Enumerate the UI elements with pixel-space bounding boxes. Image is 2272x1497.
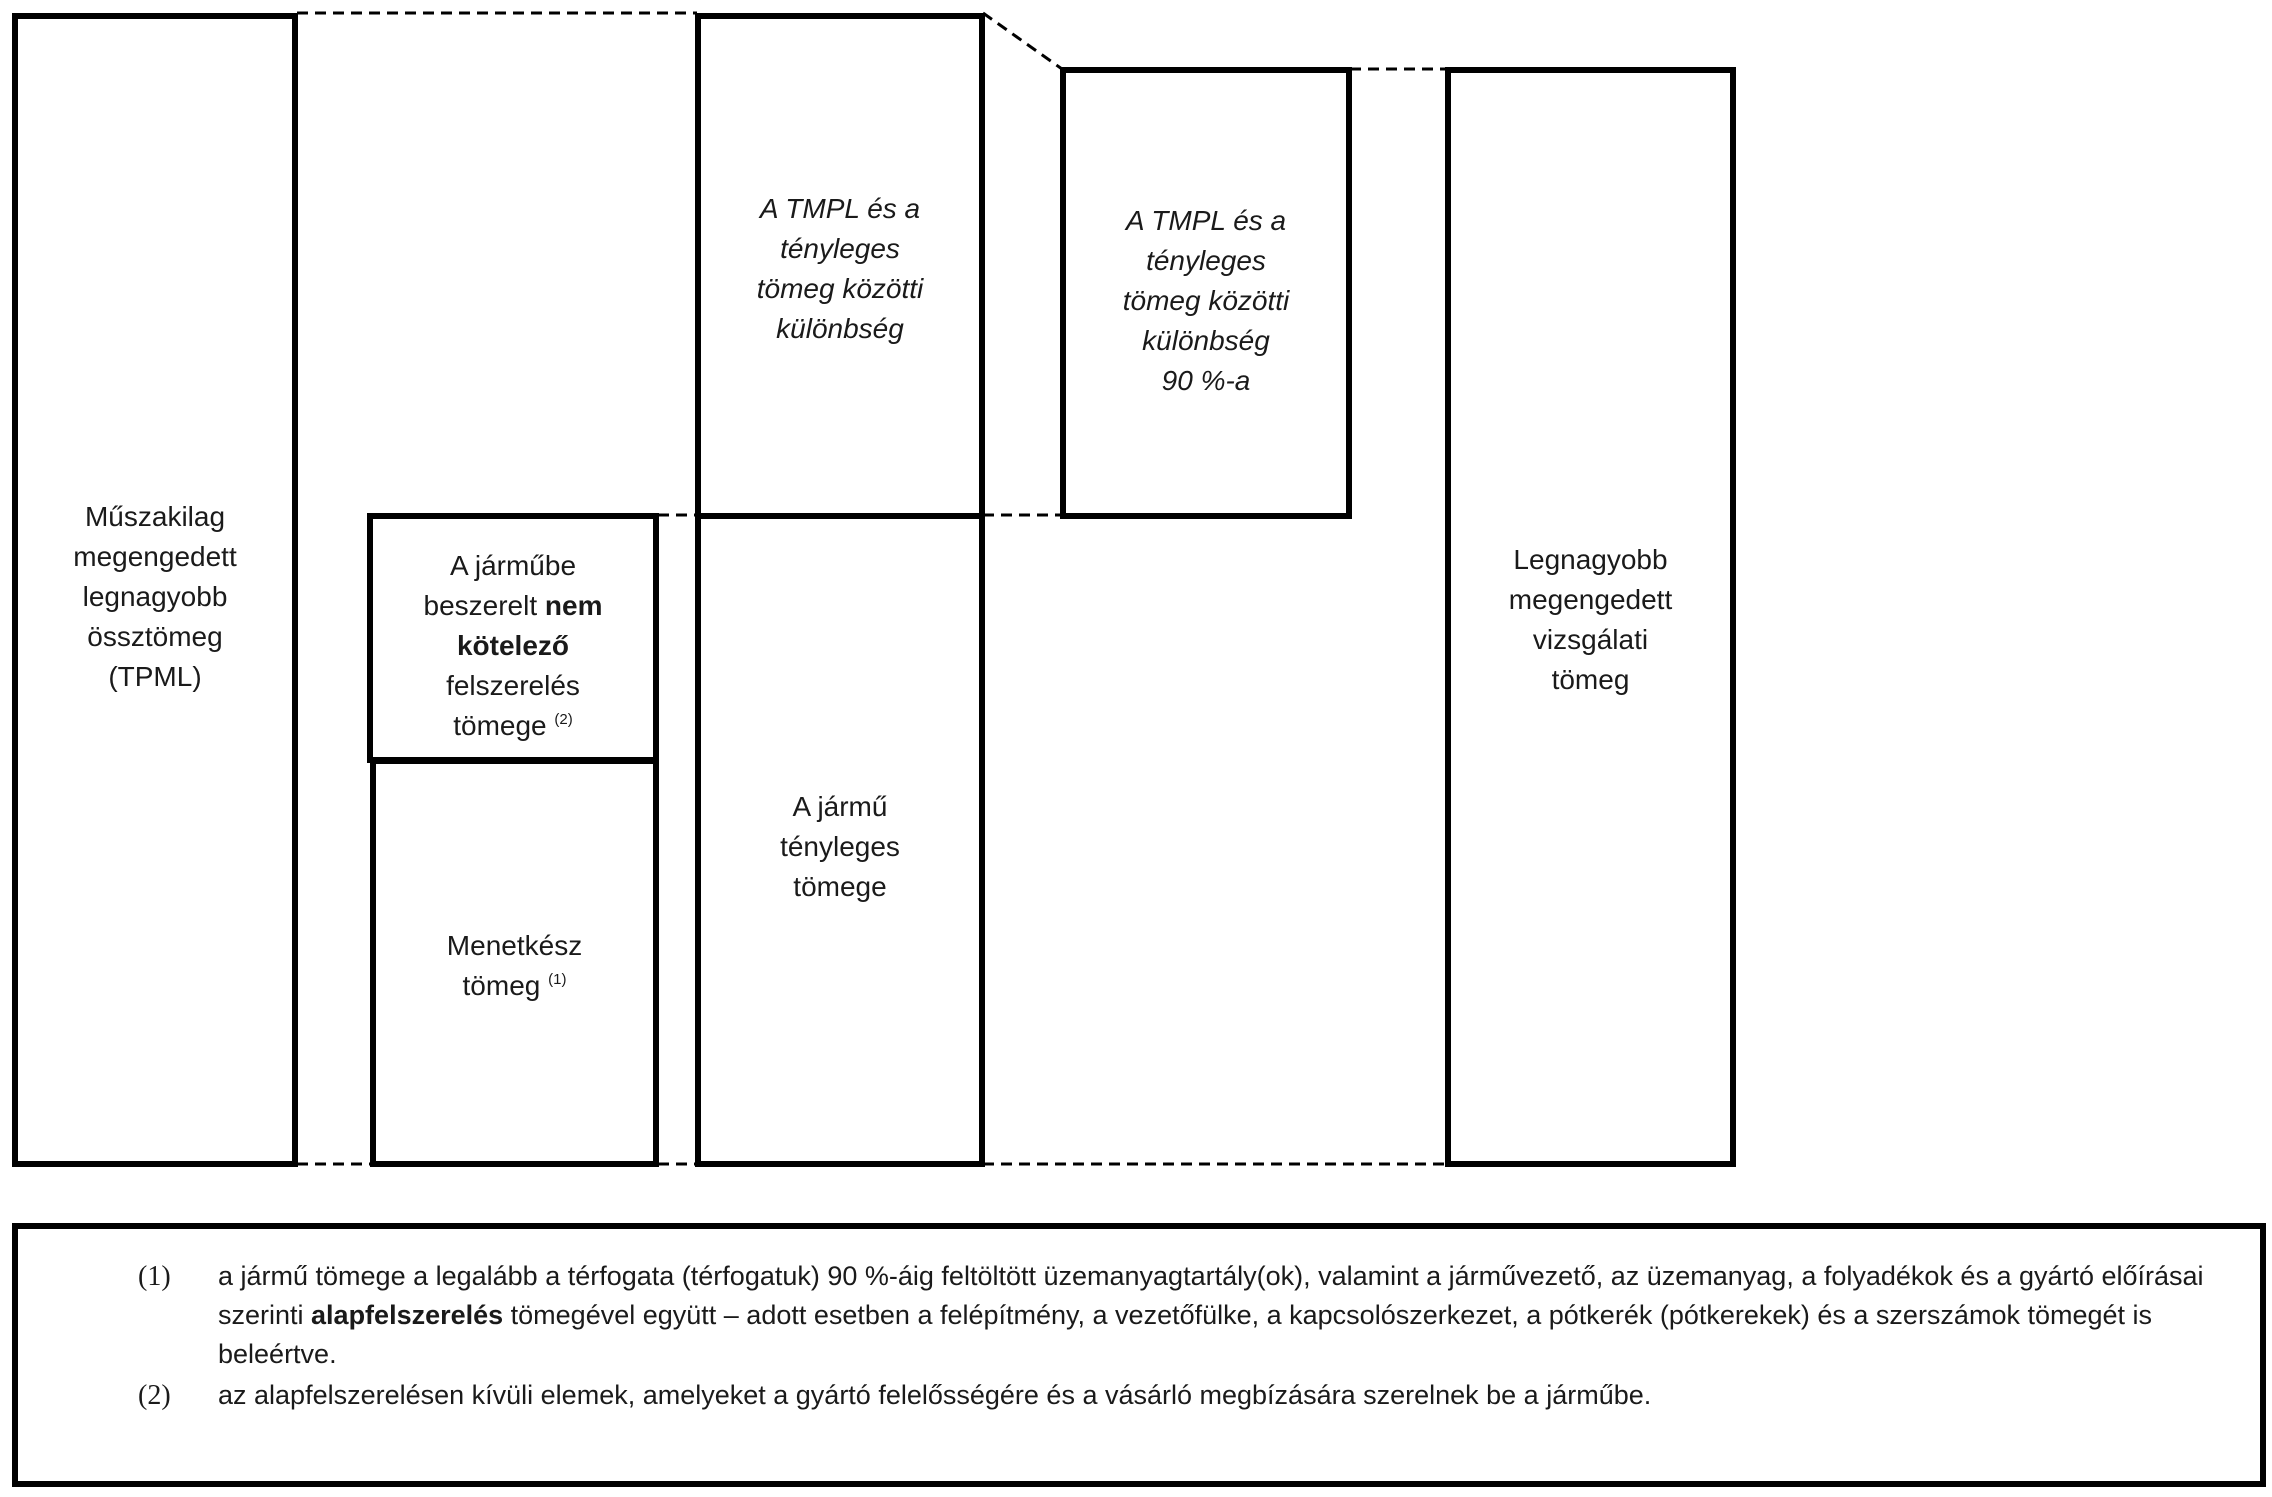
footnote-ref-2: (2) bbox=[554, 711, 573, 728]
max-test-mass-box: Legnagyobb megengedett vizsgálati tömeg bbox=[1445, 67, 1736, 1167]
footnote-1-text-a: a jármű tömege a legalább a térfogata (t… bbox=[218, 1261, 2204, 1330]
footnotes-box: (1) a jármű tömege a legalább a térfogat… bbox=[12, 1223, 2266, 1487]
difference-line2: tényleges bbox=[780, 233, 900, 264]
footnote-2-text: az alapfelszerelésen kívüli elemek, amel… bbox=[218, 1380, 1652, 1410]
optional-equipment-line2: beszerelt nem bbox=[373, 586, 653, 626]
tpml-label-line3: legnagyobb bbox=[82, 581, 228, 612]
dashed-connector-top-slant bbox=[982, 11, 1063, 71]
optional-equipment-line2-prefix: beszerelt bbox=[423, 590, 545, 621]
tpml-label-line2: megengedett bbox=[73, 541, 237, 572]
difference-box: A TMPL és a tényleges tömeg közötti külö… bbox=[695, 13, 985, 519]
difference-90-label: A TMPL és a tényleges tömeg közötti külö… bbox=[1066, 201, 1346, 401]
difference-90-box: A TMPL és a tényleges tömeg közötti külö… bbox=[1060, 67, 1352, 519]
difference-90-line2: tényleges bbox=[1146, 245, 1266, 276]
actual-mass-line1: A jármű bbox=[792, 791, 888, 822]
max-test-mass-line2: megengedett bbox=[1508, 584, 1673, 615]
footnote-1-text: a jármű tömege a legalább a térfogata (t… bbox=[218, 1257, 2210, 1374]
difference-line1: A TMPL és a bbox=[759, 193, 921, 224]
optional-equipment-line1: A járműbe bbox=[449, 550, 577, 581]
optional-equipment-line5: tömege (2) bbox=[373, 706, 653, 746]
running-order-mass-box: Menetkész tömeg (1) bbox=[370, 758, 659, 1167]
difference-90-line5: 90 %-a bbox=[1161, 365, 1251, 396]
actual-mass-line3: tömege bbox=[793, 871, 887, 902]
optional-equipment-line5-text: tömege bbox=[453, 710, 555, 741]
tpml-box: Műszakilag megengedett legnagyobb össztö… bbox=[12, 13, 298, 1167]
actual-mass-line2: tényleges bbox=[780, 831, 900, 862]
max-test-mass-line1: Legnagyobb bbox=[1513, 544, 1668, 575]
running-order-mass-label: Menetkész tömeg (1) bbox=[376, 926, 653, 1006]
difference-label: A TMPL és a tényleges tömeg közötti külö… bbox=[701, 189, 979, 349]
difference-90-line3: tömeg közötti bbox=[1122, 285, 1290, 316]
running-order-mass-line2: tömeg (1) bbox=[376, 966, 653, 1006]
footnote-2-number: (2) bbox=[138, 1380, 171, 1411]
footnote-ref-1: (1) bbox=[548, 971, 567, 988]
running-order-mass-line2-text: tömeg bbox=[462, 970, 549, 1001]
tpml-label: Műszakilag megengedett legnagyobb össztö… bbox=[18, 497, 292, 697]
running-order-mass-line1: Menetkész bbox=[446, 930, 583, 961]
max-test-mass-line4: tömeg bbox=[1551, 664, 1630, 695]
max-test-mass-label: Legnagyobb megengedett vizsgálati tömeg bbox=[1451, 540, 1730, 700]
optional-equipment-label: A járműbe beszerelt nem kötelező felszer… bbox=[373, 546, 653, 746]
optional-equipment-line4: felszerelés bbox=[446, 670, 580, 701]
actual-mass-box: A jármű tényleges tömege bbox=[695, 513, 985, 1167]
tpml-label-line1: Műszakilag bbox=[84, 501, 226, 532]
difference-line3: tömeg közötti bbox=[756, 273, 924, 304]
footnote-1-number: (1) bbox=[138, 1261, 171, 1292]
footnote-1-text-b: tömegével együtt – adott esetben a felép… bbox=[218, 1300, 2153, 1369]
tpml-label-line5: (TPML) bbox=[108, 661, 202, 692]
optional-equipment-line3: kötelező bbox=[456, 630, 570, 661]
connector-lines bbox=[297, 11, 1447, 1166]
actual-mass-label: A jármű tényleges tömege bbox=[701, 787, 979, 907]
max-test-mass-line3: vizsgálati bbox=[1532, 624, 1649, 655]
optional-equipment-box: A járműbe beszerelt nem kötelező felszer… bbox=[367, 513, 659, 763]
tpml-label-line4: össztömeg bbox=[87, 621, 223, 652]
difference-line4: különbség bbox=[776, 313, 904, 344]
optional-equipment-line2-bold: nem bbox=[544, 590, 603, 621]
footnote-1-text-bold: alapfelszerelés bbox=[311, 1300, 504, 1330]
difference-90-line1: A TMPL és a bbox=[1125, 205, 1287, 236]
difference-90-line4: különbség bbox=[1142, 325, 1270, 356]
